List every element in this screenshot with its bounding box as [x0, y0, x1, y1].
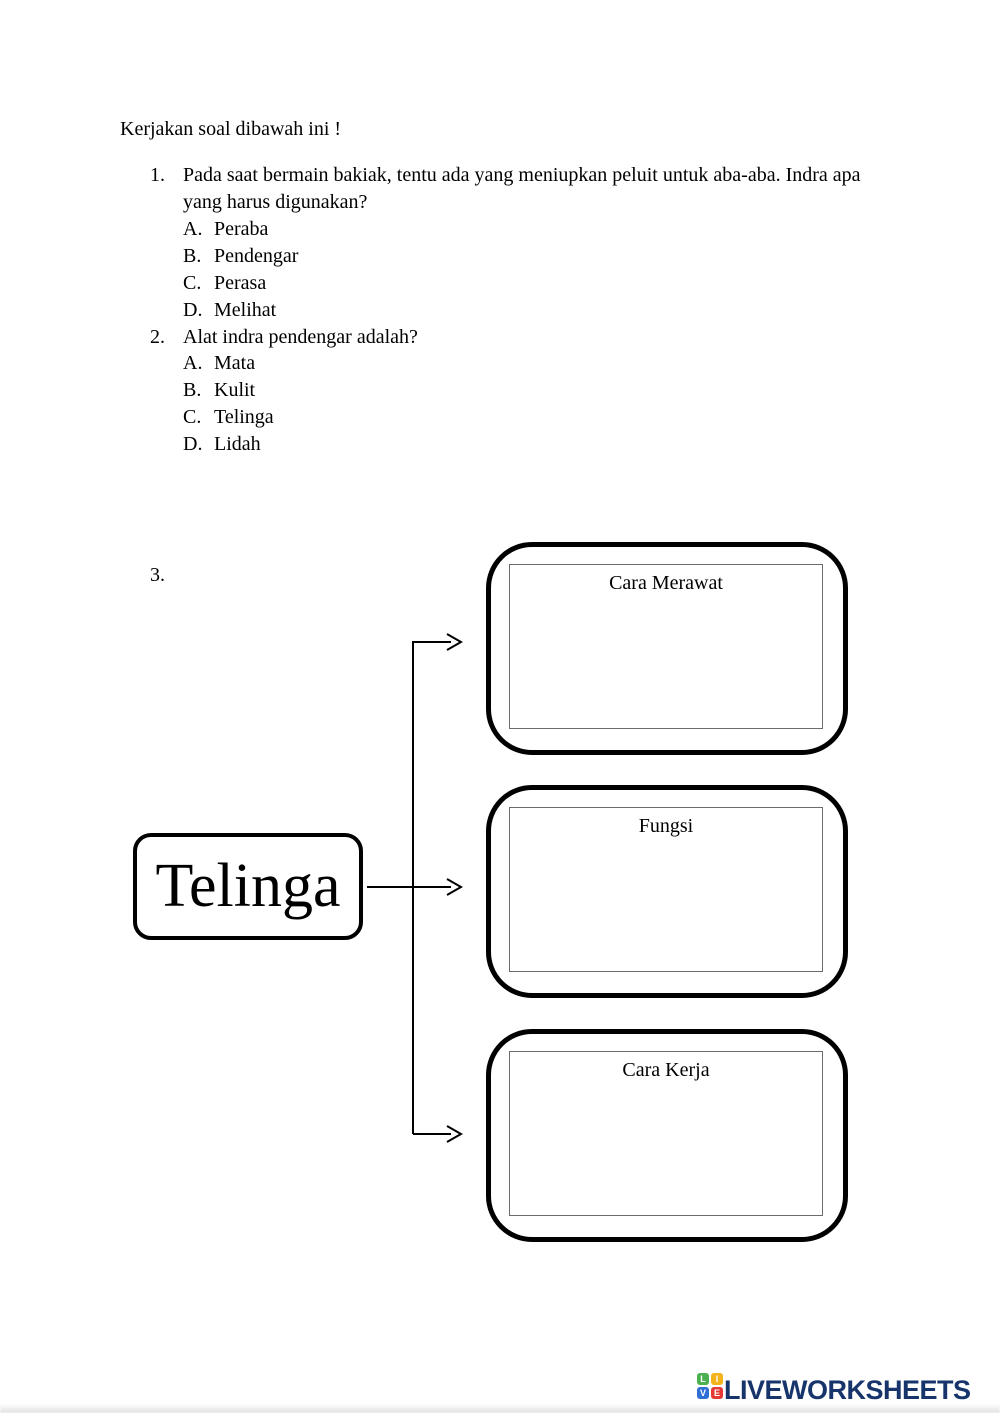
question-1-text-line1: Pada saat bermain bakiak, tentu ada yang…: [183, 164, 861, 186]
scan-artifact-band: [0, 1404, 1000, 1413]
logo-tile-4: E: [711, 1387, 723, 1399]
answer-area-cara-kerja[interactable]: Cara Kerja: [509, 1051, 823, 1216]
branch-label: Cara Kerja: [622, 1059, 710, 1081]
arrowhead-bottom-icon: [446, 1125, 464, 1143]
logo-tile-2: I: [711, 1373, 723, 1385]
liveworksheets-logo-text[interactable]: LIVEWORKSHEETS: [724, 1375, 971, 1405]
question-2-text: Alat indra pendengar adalah?: [183, 326, 418, 348]
option-label: Melihat: [214, 299, 277, 321]
question-2-option-c[interactable]: C. Telinga: [183, 404, 274, 431]
branch-label: Cara Merawat: [609, 572, 723, 594]
logo-tile-3: V: [697, 1387, 709, 1399]
option-letter: B.: [183, 379, 202, 401]
question-2-number: 2.: [150, 326, 165, 348]
branch-box-cara-merawat: Cara Merawat: [486, 542, 848, 755]
option-label: Mata: [214, 352, 256, 374]
page-title: Kerjakan soal dibawah ini !: [120, 118, 342, 140]
answer-area-fungsi[interactable]: Fungsi: [509, 807, 823, 972]
option-letter: A.: [183, 218, 203, 240]
option-label: Kulit: [214, 379, 256, 401]
arrowhead-top-icon: [446, 633, 464, 651]
connector-line-top: [412, 641, 451, 1134]
arrowhead-middle-icon: [446, 878, 464, 896]
question-1-option-b[interactable]: B. Pendengar: [183, 243, 298, 270]
question-1-option-a[interactable]: A. Peraba: [183, 216, 268, 243]
question-2-option-a[interactable]: A. Mata: [183, 350, 255, 377]
question-1-number: 1.: [150, 164, 165, 186]
option-letter: A.: [183, 352, 203, 374]
question-3-number: 3.: [150, 564, 165, 586]
branch-label: Fungsi: [638, 815, 694, 837]
option-letter: C.: [183, 406, 202, 428]
option-letter: D.: [183, 433, 203, 455]
question-1-option-d[interactable]: D. Melihat: [183, 297, 276, 324]
question-2-option-b[interactable]: B. Kulit: [183, 377, 255, 404]
option-label: Pendengar: [214, 245, 299, 267]
question-2-option-d[interactable]: D. Lidah: [183, 431, 261, 458]
diagram-root-node: Telinga: [133, 833, 363, 940]
branch-box-cara-kerja: Cara Kerja: [486, 1029, 848, 1242]
diagram-root-label: Telinga: [155, 852, 341, 920]
option-letter: B.: [183, 245, 202, 267]
option-letter: C.: [183, 272, 202, 294]
question-1-text-line2: yang harus digunakan?: [183, 191, 368, 213]
option-letter: D.: [183, 299, 203, 321]
answer-area-cara-merawat[interactable]: Cara Merawat: [509, 564, 823, 729]
option-label: Lidah: [214, 433, 261, 455]
question-1-option-c[interactable]: C. Perasa: [183, 270, 266, 297]
option-label: Telinga: [214, 406, 274, 428]
logo-tile-1: L: [697, 1373, 709, 1385]
liveworksheets-logo-icon[interactable]: L I V E: [697, 1373, 723, 1399]
option-label: Perasa: [214, 272, 267, 294]
question-2: 2. Alat indra pendengar adalah?: [150, 324, 418, 351]
branch-box-fungsi: Fungsi: [486, 785, 848, 998]
option-label: Peraba: [214, 218, 269, 240]
question-1: 1. Pada saat bermain bakiak, tentu ada ya…: [150, 162, 861, 216]
